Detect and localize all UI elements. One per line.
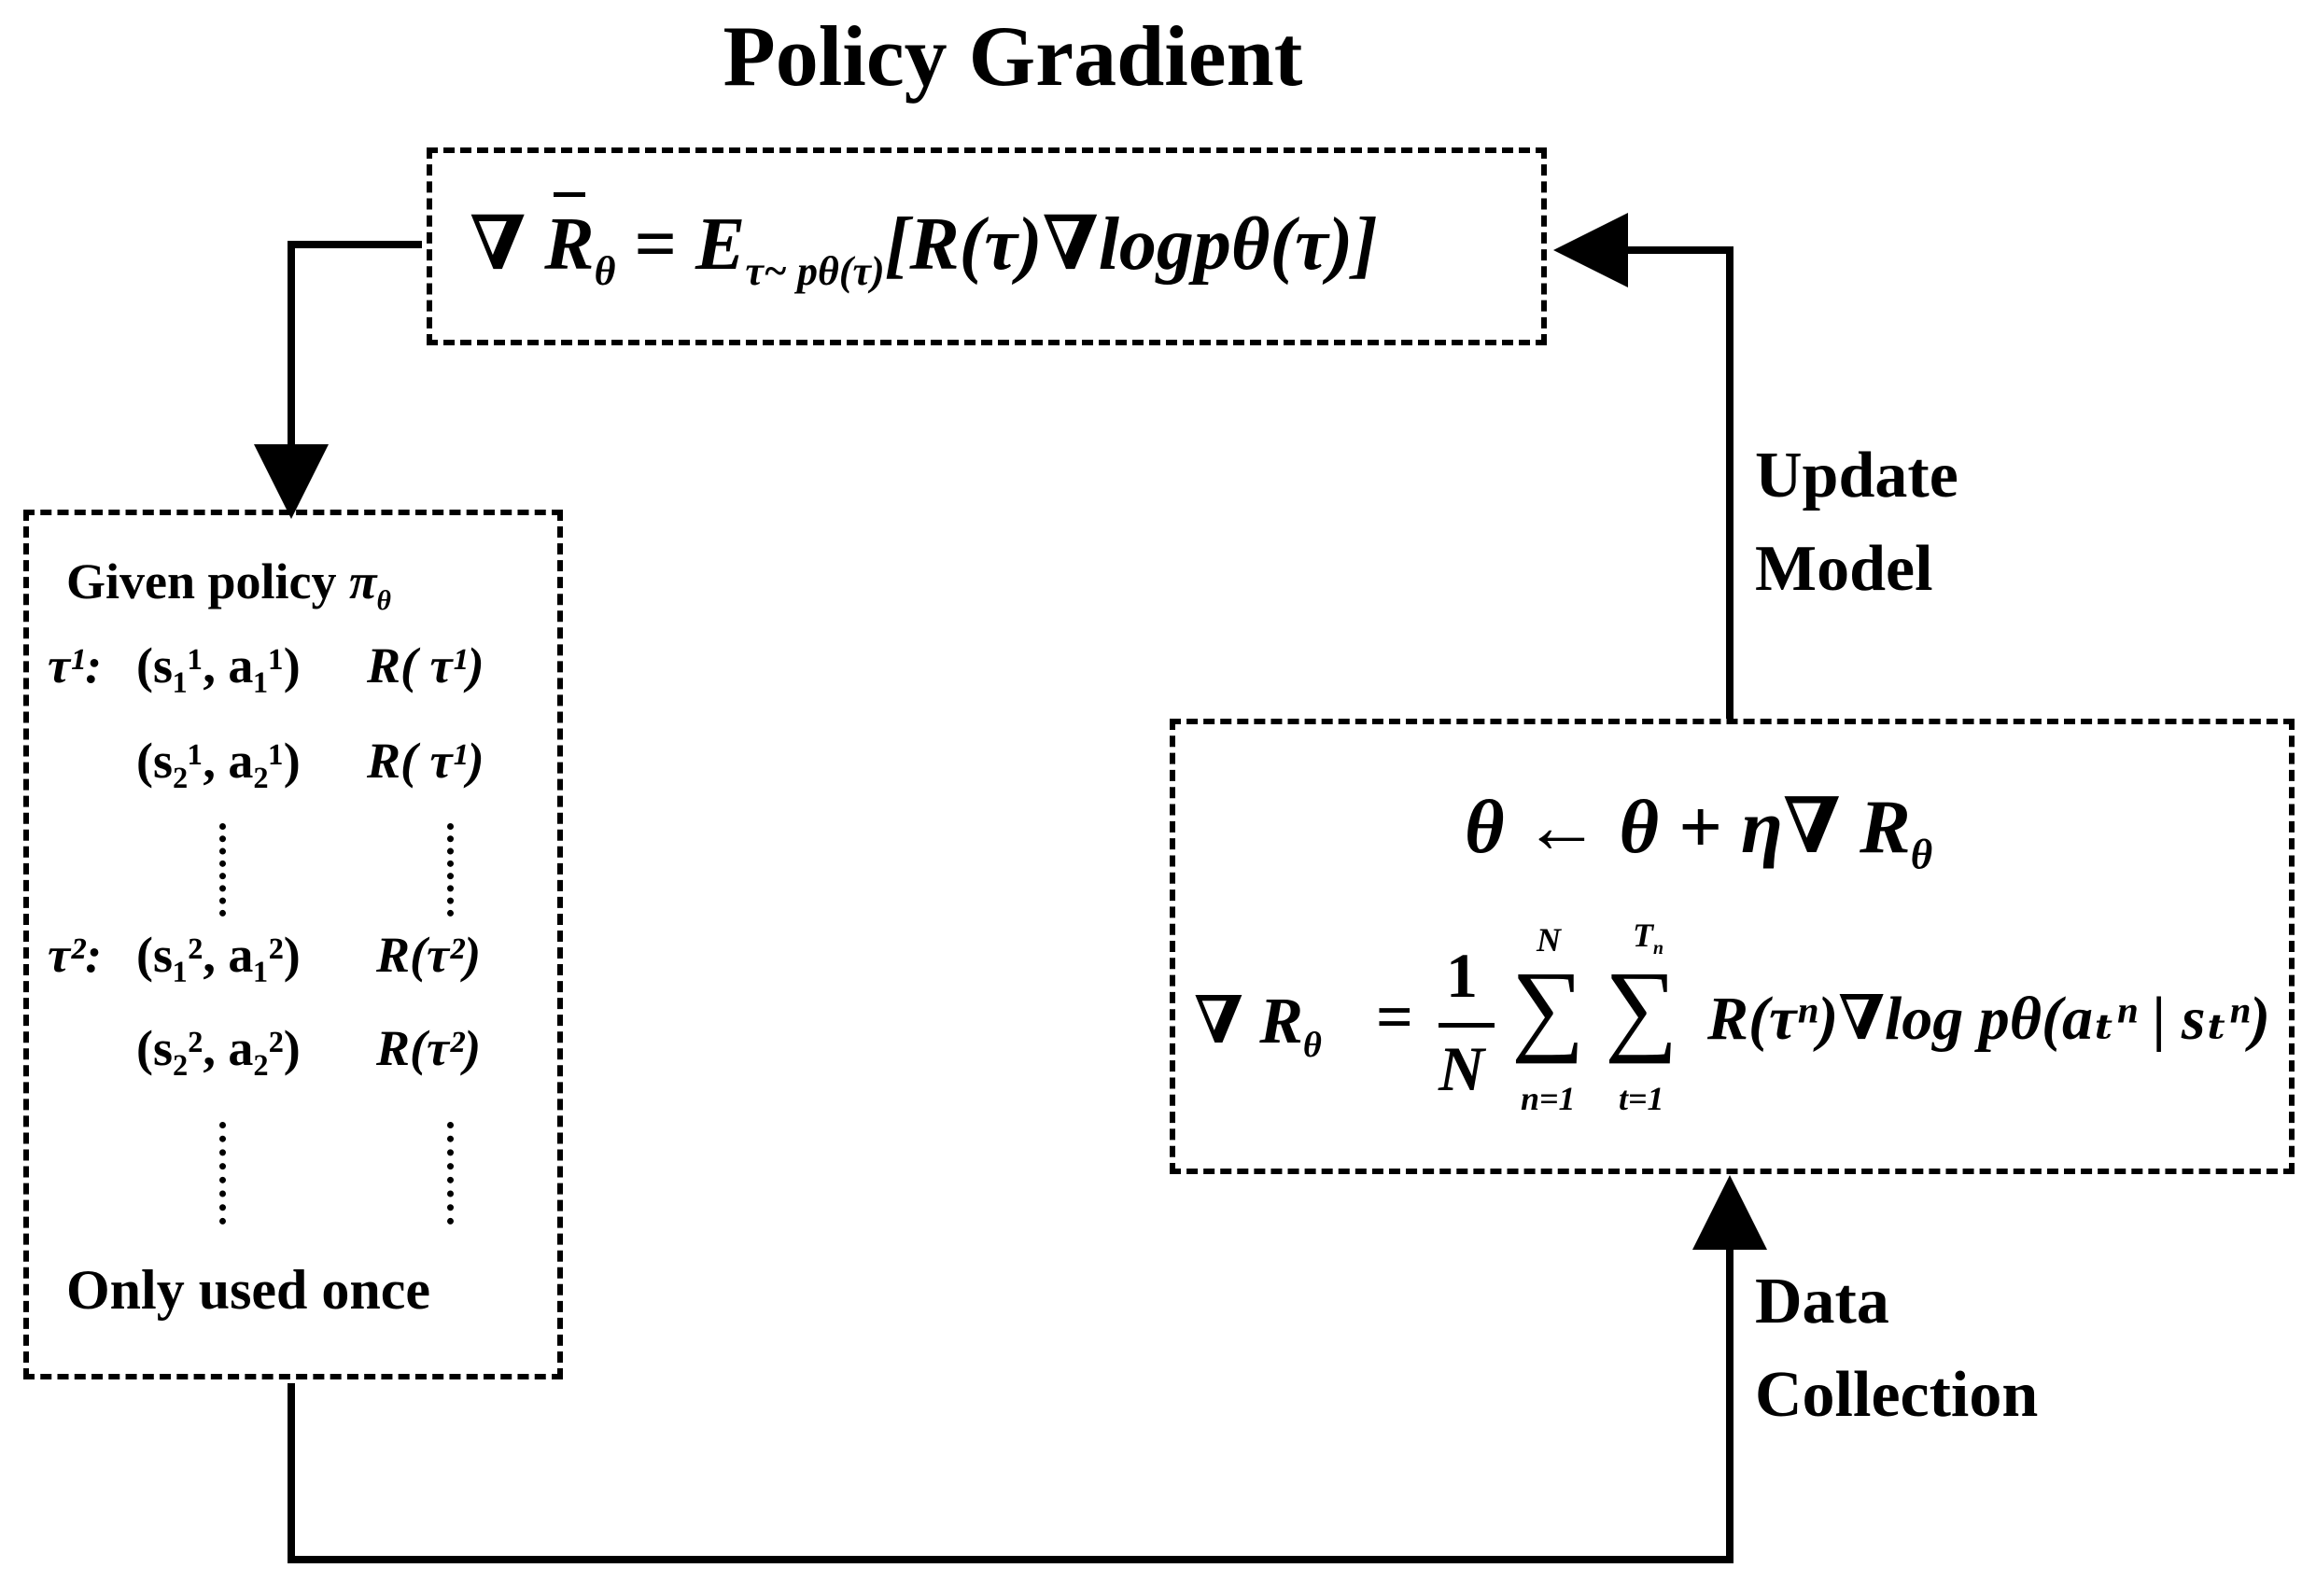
trajectory-reward: R(τ²) (376, 927, 482, 983)
state-action-pair: (s₁², a₁²) (136, 927, 301, 983)
arrow-top-to-left (254, 241, 422, 519)
pi-subscript: θ (376, 585, 391, 616)
trajectory-reward: R(τ²) (376, 1020, 482, 1076)
estimate-lhs-text: ∇ R (1194, 986, 1303, 1057)
nabla-symbol: ∇ (470, 203, 526, 286)
sum-term: R(τⁿ)∇log pθ(aₜⁿ | sₜⁿ) (1707, 985, 2270, 1053)
given-policy-label: Given policy πθ (66, 553, 391, 617)
theta-subscript: θ (594, 248, 616, 294)
sum-t-sigma: ∑ (1605, 950, 1678, 1064)
policy-gradient-box: ∇ Rθ = Eτ~ pθ(τ)[R(τ)∇logpθ(τ)] (427, 147, 1547, 345)
only-used-once-label: Only used once (66, 1259, 431, 1321)
r-bar-symbol: R (544, 192, 595, 291)
update-rule-box: θ ← θ + η∇ Rθ ∇ Rθ = 1 N N ∑ n=1 Tn ∑ t=… (1170, 719, 2295, 1174)
state-action-pair: (s₁¹, a₁¹) (136, 637, 301, 693)
tau-2-label: τ²: (48, 927, 103, 983)
ellipsis-dots (447, 823, 454, 917)
state-action-pair: (s₂¹, a₂¹) (136, 733, 301, 789)
diagram-title: Policy Gradient (723, 8, 1303, 104)
update-rule-subscript: θ (1910, 831, 1933, 878)
sum-n-sigma: ∑ (1511, 950, 1585, 1064)
given-policy-text: Given policy (66, 553, 337, 609)
fraction-numerator: 1 (1446, 940, 1478, 1011)
update-rule-text: θ ← θ + η∇ R (1465, 784, 1911, 869)
ellipsis-dots (447, 1122, 454, 1225)
data-collection-line1: Data (1755, 1266, 1889, 1337)
data-collection-line2: Collection (1755, 1359, 2039, 1431)
expectation-body: [R(τ)∇logpθ(τ)] (884, 203, 1378, 286)
gradient-expectation-formula: ∇ Rθ = Eτ~ pθ(τ)[R(τ)∇logpθ(τ)] (470, 192, 1378, 318)
sum-n-upper: N (1537, 921, 1561, 959)
tau-1-label: τ¹: (48, 637, 103, 693)
state-action-pair: (s₂², a₂²) (136, 1020, 301, 1076)
pi-symbol: π (349, 553, 377, 609)
trajectory-reward: R( τ¹) (367, 733, 484, 789)
sum-n-lower: n=1 (1521, 1080, 1576, 1117)
trajectory-reward: R( τ¹) (367, 637, 484, 693)
sum-t-lower: t=1 (1619, 1080, 1664, 1117)
equals-sign: = (634, 203, 678, 286)
update-model-label: Update Model (1755, 429, 1958, 616)
fraction-bar (1439, 1023, 1495, 1028)
fraction-denominator: N (1439, 1033, 1485, 1104)
parameter-update-formula: θ ← θ + η∇ Rθ (1465, 780, 1932, 901)
sum-t-upper-subscript: n (1653, 938, 1664, 959)
trajectory-sampling-box: Given policy πθ τ¹: (s₁¹, a₁¹) R( τ¹) (s… (23, 510, 563, 1379)
sum-t-upper-text: T (1633, 917, 1653, 954)
ellipsis-dots (219, 1122, 226, 1225)
estimate-equals: = (1376, 982, 1413, 1054)
estimate-lhs: ∇ Rθ (1194, 981, 1322, 1066)
arrow-right-to-top-box (1553, 213, 1733, 719)
data-collection-label: Data Collection (1755, 1255, 2038, 1442)
update-model-line1: Update (1755, 440, 1958, 511)
update-model-line2: Model (1755, 533, 1933, 605)
expectation-subscript: τ~ pθ(τ) (745, 248, 885, 294)
ellipsis-dots (219, 823, 226, 917)
expectation-symbol: E (695, 203, 746, 286)
arrow-left-to-right-box (288, 1175, 1767, 1563)
gradient-estimate-formula: ∇ Rθ = 1 N N ∑ n=1 Tn ∑ t=1 R(τⁿ)∇log pθ… (1194, 917, 2277, 1154)
estimate-lhs-subscript: θ (1302, 1026, 1322, 1065)
sum-t-upper: Tn (1633, 916, 1663, 959)
